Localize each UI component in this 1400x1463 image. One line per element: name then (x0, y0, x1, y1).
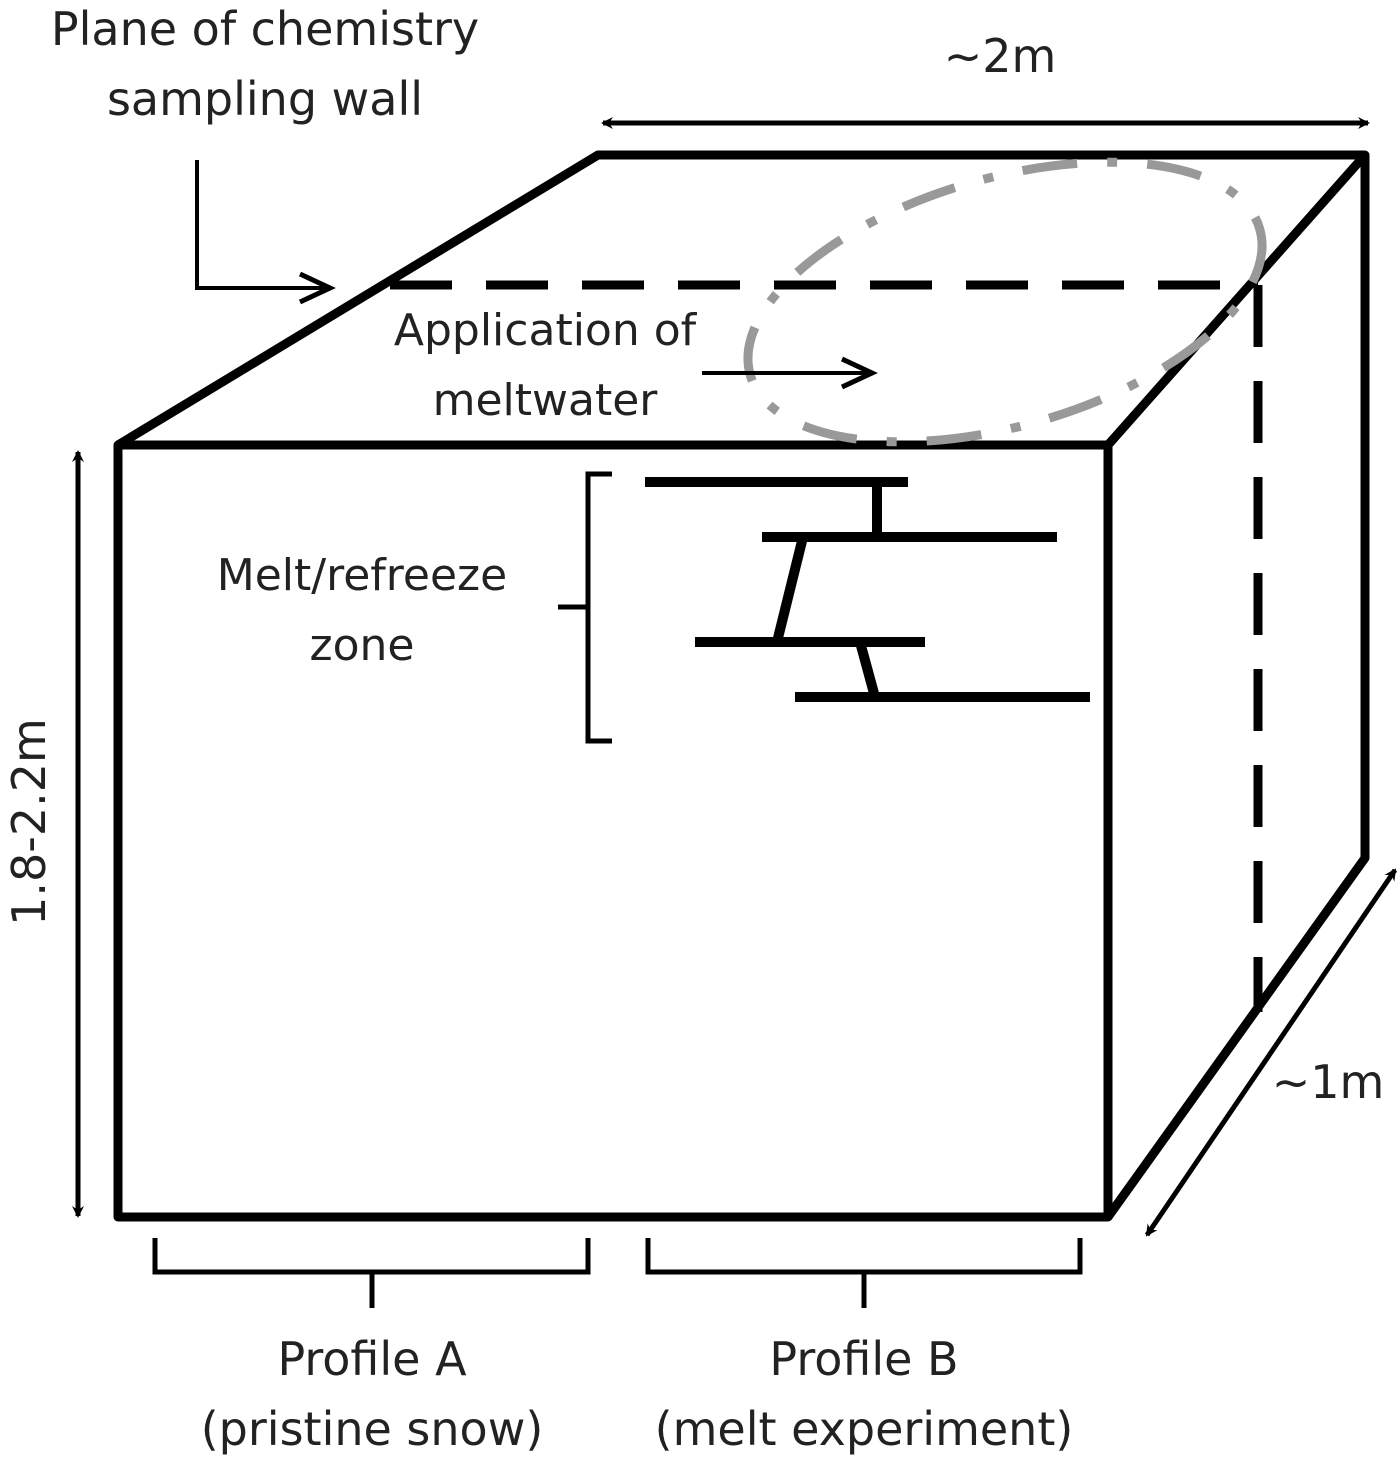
application-label-line2: meltwater (433, 375, 659, 426)
depth-dimension-arrow (1144, 868, 1398, 1237)
front-face (113, 440, 1113, 1222)
profile-b-label-line2: (melt experiment) (655, 1402, 1074, 1456)
snow-block-cube (113, 150, 1370, 1222)
profile-a-label-line1: Profile A (277, 1332, 467, 1386)
application-label-line1: Application of (394, 305, 698, 356)
melt-zone-bracket (558, 471, 612, 744)
plane-label-line1: Plane of chemistry (51, 2, 479, 56)
melt-zone-label-line1: Melt/refreeze (217, 550, 507, 601)
profile-a-brace (152, 1238, 591, 1308)
plane-label-line2: sampling wall (107, 72, 423, 126)
top-face-edges (115, 150, 1370, 449)
height-label: 1.8-2.2m (2, 718, 56, 926)
profile-a-label-line2: (pristine snow) (201, 1402, 544, 1456)
depth-label: ~1m (1272, 1055, 1385, 1109)
sampling-plane-pointer-arrow (195, 160, 336, 305)
ice-connector (855, 640, 880, 699)
melt-zone-label-line2: zone (310, 620, 415, 671)
meltwater-region (743, 157, 1267, 447)
profile-b-brace (645, 1238, 1083, 1308)
ice-connector (772, 535, 808, 644)
melt-refreeze-layers (645, 477, 1090, 702)
profile-b-label-line1: Profile B (769, 1332, 958, 1386)
width-label: ~2m (944, 29, 1057, 83)
